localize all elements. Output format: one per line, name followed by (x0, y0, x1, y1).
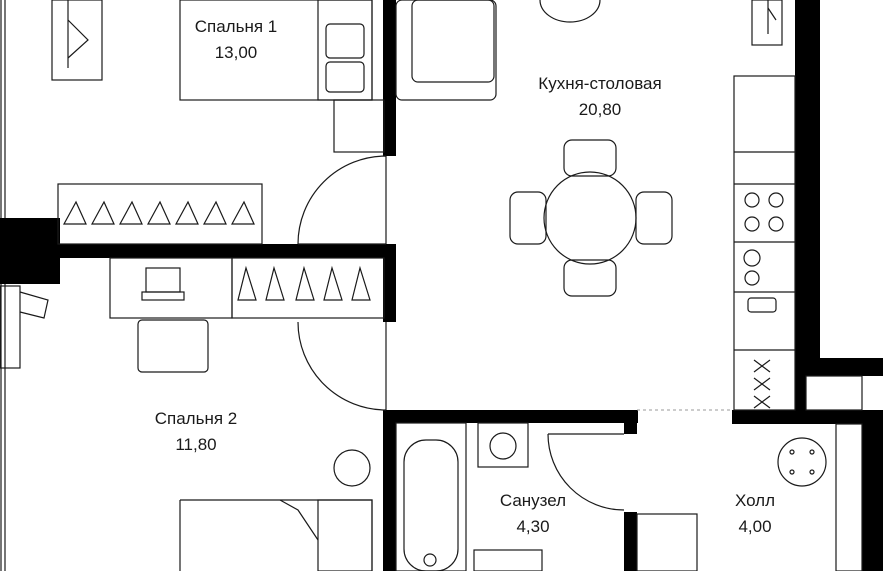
bed-bedroom-2 (179, 449, 373, 571)
dining-table (509, 139, 673, 297)
room-label-kitchen: Кухня-столовая 20,80 (515, 71, 685, 123)
washing-machine (477, 422, 529, 468)
room-label-bedroom-2: Спальня 2 11,80 (140, 406, 252, 458)
hall-furniture (636, 423, 863, 571)
room-area: 4,30 (516, 517, 550, 536)
balcony-door (0, 285, 21, 369)
desk (109, 257, 233, 373)
room-name: Спальня 1 (194, 17, 278, 36)
wardrobe-bottom (231, 257, 385, 319)
room-area: 11,80 (175, 435, 217, 454)
bathtub (395, 422, 467, 571)
door-bedroom-1 (297, 155, 387, 245)
room-name: Кухня-столовая (538, 74, 662, 93)
room-name: Холл (734, 491, 776, 510)
armchair (395, 0, 497, 101)
window-top-right (751, 0, 783, 46)
room-area: 20,80 (578, 100, 622, 119)
room-label-hall: Холл 4,00 (712, 488, 798, 540)
room-name: Санузел (499, 491, 567, 510)
room-label-bathroom: Санузел 4,30 (478, 488, 588, 540)
door-bathroom (547, 433, 625, 511)
room-area: 13,00 (214, 43, 258, 62)
room-label-bedroom-1: Спальня 1 13,00 (180, 14, 292, 66)
kitchen-counter (733, 75, 796, 411)
room-area: 4,00 (738, 517, 772, 536)
room-name: Спальня 2 (154, 409, 238, 428)
window-top-left (51, 0, 103, 81)
wardrobe-top (57, 183, 263, 245)
bed-bedroom-1 (179, 0, 385, 153)
door-bedroom-2 (297, 321, 387, 411)
